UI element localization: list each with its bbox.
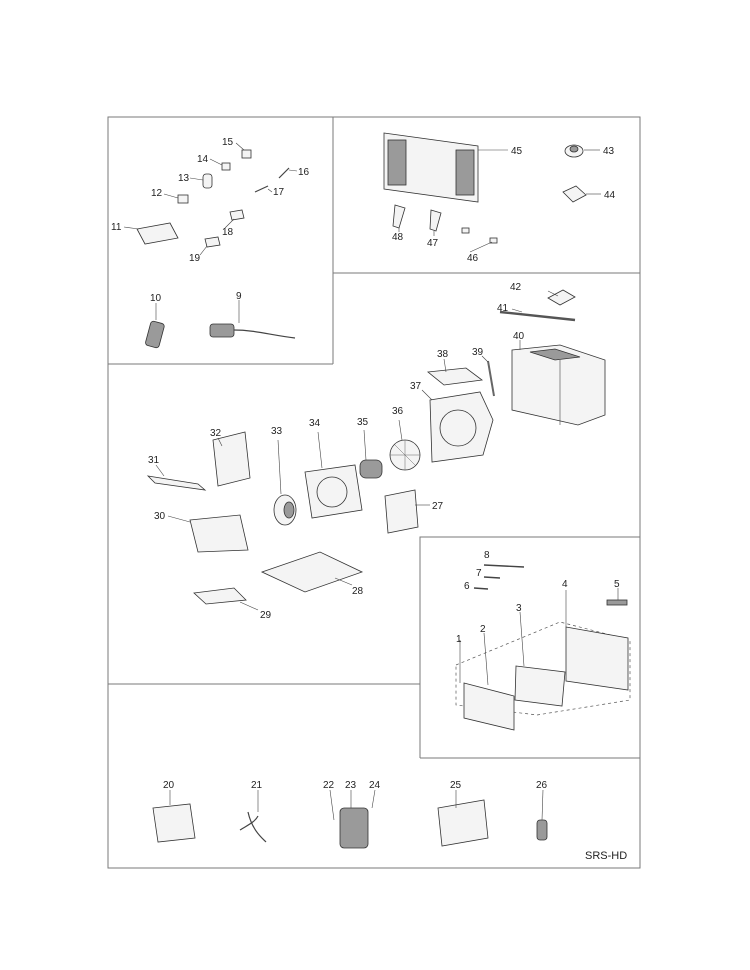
callout-labels: 1 2 3 4 5 6 7 8 9 10 11 12 13 14 15 16 1…: [111, 137, 620, 791]
callout-29: 29: [260, 610, 272, 621]
callout-45: 45: [511, 146, 523, 157]
part-12-clip: [163, 193, 189, 204]
callout-10: 10: [150, 293, 162, 304]
callout-46: 46: [467, 253, 479, 264]
part-10-remote: [145, 303, 165, 349]
part-28-base-pan: [260, 551, 364, 593]
part-14-clip: [209, 158, 231, 171]
callout-25: 25: [450, 780, 462, 791]
part-44-plate: [562, 185, 601, 203]
parts-22-24-compressor: [329, 789, 376, 849]
part-32-control-box: [212, 431, 251, 487]
callout-32: 32: [210, 428, 222, 439]
part-30-front-housing: [167, 514, 249, 553]
callout-13: 13: [178, 173, 190, 184]
part-19-bracket: [199, 236, 221, 256]
part-16-probe: [278, 167, 298, 179]
part-41-rail: [499, 308, 576, 322]
part-3-filter: [514, 611, 566, 707]
part-45-window-panel: [383, 132, 508, 203]
part-31-panel: [146, 464, 207, 491]
part-1-2-grille: [459, 632, 515, 731]
callout-24: 24: [369, 780, 381, 791]
callout-15: 15: [222, 137, 234, 148]
part-35-motor: [359, 429, 383, 479]
part-18-bracket: [224, 209, 245, 229]
part-33-blower-wheel: [273, 439, 297, 526]
part-38-cover: [427, 358, 484, 386]
callout-1: 1: [456, 634, 462, 645]
part-26-valve: [536, 789, 548, 841]
callout-16: 16: [298, 167, 310, 178]
part-17-probe: [254, 185, 273, 193]
part-29-tray: [193, 587, 259, 611]
part-13-capacitor: [189, 173, 213, 189]
callout-21: 21: [251, 780, 263, 791]
callout-48: 48: [392, 232, 404, 243]
callout-36: 36: [392, 406, 404, 417]
part-27-partition: [384, 489, 430, 534]
parts-6-8-rods: [473, 564, 525, 590]
callout-26: 26: [536, 780, 548, 791]
callout-34: 34: [309, 418, 321, 429]
callout-38: 38: [437, 349, 449, 360]
callout-22: 22: [323, 780, 335, 791]
callout-8: 8: [484, 550, 490, 561]
callout-6: 6: [464, 581, 470, 592]
part-40-cabinet: [511, 340, 606, 426]
part-4-front-panel: [565, 590, 629, 691]
callout-31: 31: [148, 455, 160, 466]
callout-4: 4: [562, 579, 568, 590]
callout-47: 47: [427, 238, 439, 249]
part-21-tubing: [239, 790, 267, 843]
callout-17: 17: [273, 187, 285, 198]
callout-18: 18: [222, 227, 234, 238]
callout-20: 20: [163, 780, 175, 791]
callout-2: 2: [480, 624, 486, 635]
callout-19: 19: [189, 253, 201, 264]
callout-28: 28: [352, 586, 364, 597]
part-25-condenser: [437, 790, 489, 847]
callout-14: 14: [197, 154, 209, 165]
assembly-front-outline: [455, 621, 631, 716]
part-34-scroll-housing: [304, 431, 363, 519]
part-15-clip: [235, 142, 252, 159]
part-36-fan-blade: [389, 419, 421, 471]
callout-40: 40: [513, 331, 525, 342]
panel-frames: [107, 116, 641, 869]
callout-41: 41: [497, 303, 509, 314]
callout-7: 7: [476, 568, 482, 579]
callout-5: 5: [614, 579, 620, 590]
part-37-shroud: [421, 389, 494, 463]
part-47-bracket: [429, 209, 442, 236]
callout-3: 3: [516, 603, 522, 614]
callout-37: 37: [410, 381, 422, 392]
callout-39: 39: [472, 347, 484, 358]
callout-44: 44: [604, 190, 616, 201]
part-20-evaporator: [152, 790, 196, 843]
callout-27: 27: [432, 501, 444, 512]
part-46-brackets: [461, 227, 498, 253]
callout-35: 35: [357, 417, 369, 428]
callout-9: 9: [236, 291, 242, 302]
diagram-code: SRS-HD: [585, 850, 628, 862]
part-9-power-cord: [209, 300, 296, 339]
part-43-knob: [564, 144, 600, 158]
callout-23: 23: [345, 780, 357, 791]
callout-33: 33: [271, 426, 283, 437]
callout-11: 11: [111, 222, 122, 233]
callout-42: 42: [510, 282, 522, 293]
callout-12: 12: [151, 188, 163, 199]
part-5-louver: [606, 588, 628, 606]
callout-30: 30: [154, 511, 166, 522]
part-11-bracket: [123, 222, 179, 245]
callout-43: 43: [603, 146, 615, 157]
part-39-strip: [481, 355, 495, 397]
part-48-bracket: [392, 204, 406, 232]
part-42-plate: [547, 289, 576, 306]
